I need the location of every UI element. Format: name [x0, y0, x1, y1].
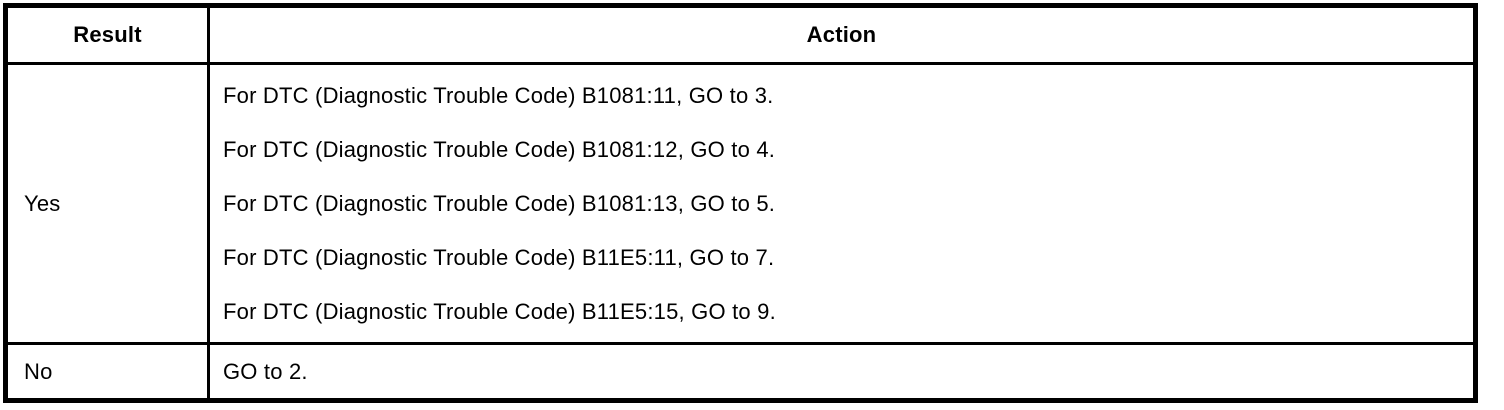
result-yes-label: Yes: [24, 190, 61, 216]
result-no-label: No: [24, 358, 53, 384]
action-line-3: For DTC (Diagnostic Trouble Code) B1081:…: [223, 190, 776, 216]
result-cell-no: No: [8, 345, 210, 398]
result-cell-yes: Yes: [8, 65, 210, 345]
header-result-label: Result: [73, 22, 142, 47]
action-cell-no: GO to 2.: [210, 345, 1473, 398]
action-line-1: For DTC (Diagnostic Trouble Code) B1081:…: [223, 82, 774, 108]
header-result: Result: [8, 8, 210, 65]
action-line-2: For DTC (Diagnostic Trouble Code) B1081:…: [223, 136, 776, 162]
action-no-label: GO to 2.: [223, 358, 308, 384]
result-action-table: Result Action Yes For DTC (Diagnostic Tr…: [3, 3, 1478, 403]
action-line-4: For DTC (Diagnostic Trouble Code) B11E5:…: [223, 244, 775, 270]
action-line-5: For DTC (Diagnostic Trouble Code) B11E5:…: [223, 298, 776, 324]
header-action: Action: [210, 8, 1473, 65]
header-action-label: Action: [806, 22, 877, 47]
action-cell-yes: For DTC (Diagnostic Trouble Code) B1081:…: [210, 65, 1473, 345]
